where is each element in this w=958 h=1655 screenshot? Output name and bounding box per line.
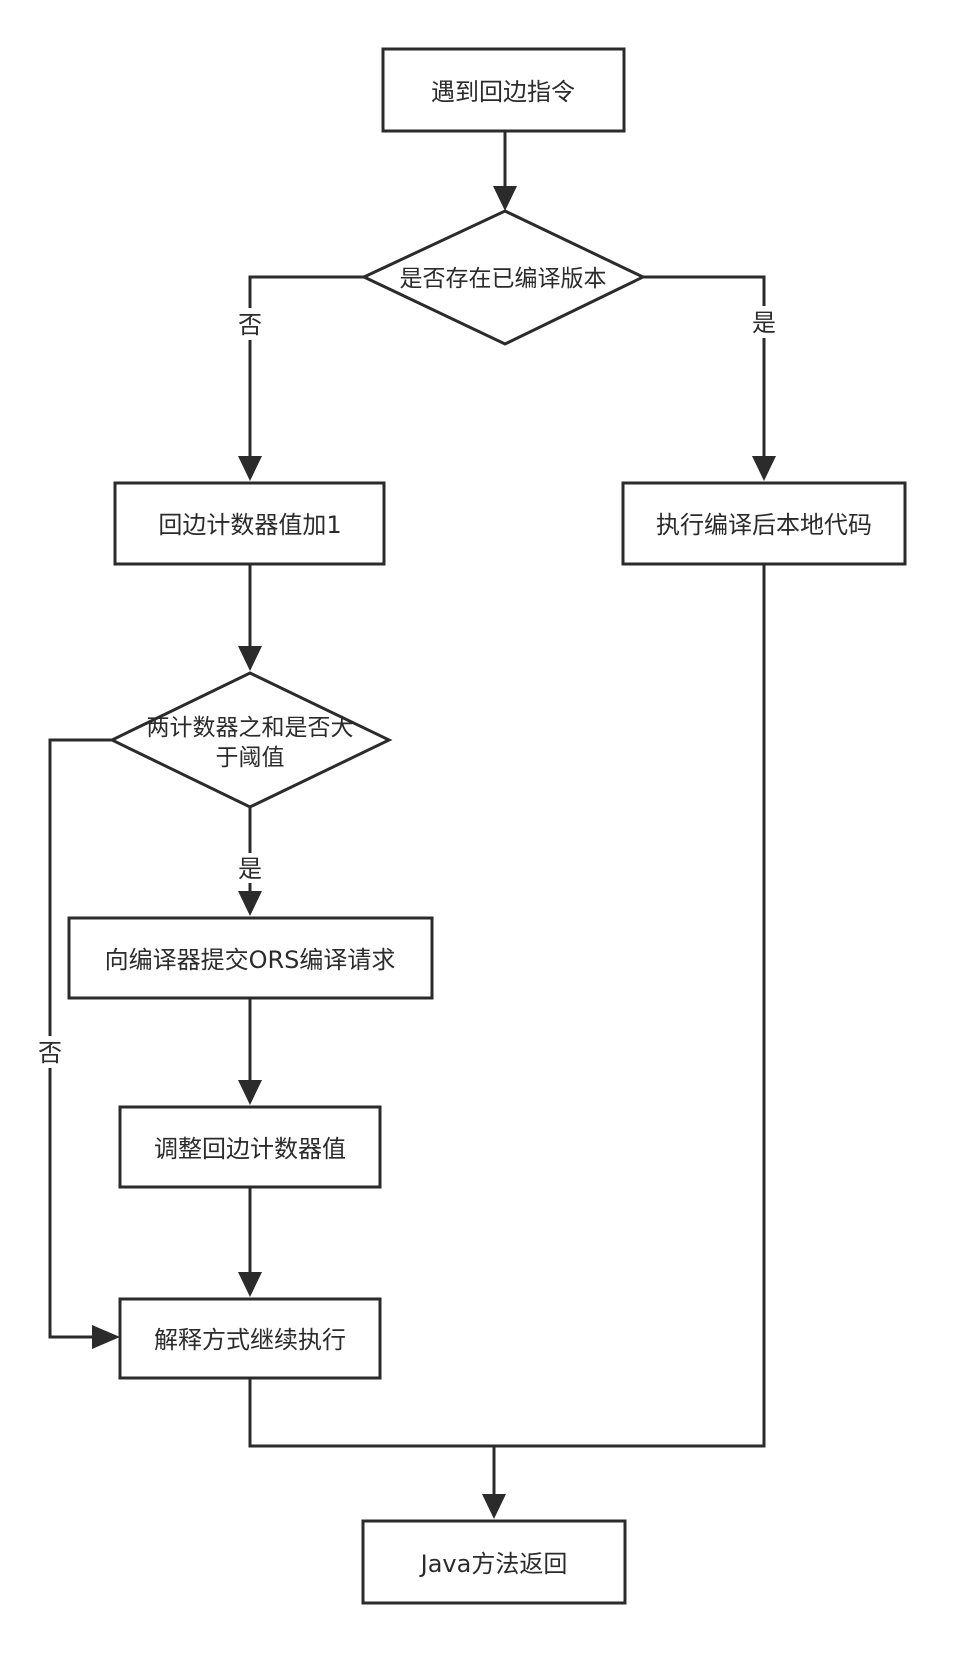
label-bg xyxy=(234,853,266,883)
label-bg xyxy=(34,1036,66,1068)
interpret-node xyxy=(118,1297,382,1380)
arrow-head xyxy=(238,646,262,671)
arrow-head xyxy=(238,456,262,481)
edge-label-no-threshold: 否 xyxy=(38,1039,62,1067)
start-node xyxy=(381,47,626,133)
arrow-head xyxy=(238,1272,262,1297)
edge-label-yes-threshold: 是 xyxy=(238,855,262,883)
edge-check-no-to-increment xyxy=(248,275,364,460)
increment-counter-node xyxy=(113,481,386,566)
increment-counter-label: 回边计数器值加1 xyxy=(158,511,341,539)
label-bg xyxy=(234,308,266,340)
edge-check-yes-to-native xyxy=(643,275,766,460)
adjust-counter-node xyxy=(118,1105,382,1189)
run-native-node xyxy=(621,481,907,566)
arrow-head xyxy=(238,1080,262,1105)
run-native-label: 执行编译后本地代码 xyxy=(656,511,872,539)
threshold-decision xyxy=(108,671,393,809)
threshold-label-line1: 两计数器之和是否大 xyxy=(147,715,354,741)
interpret-label: 解释方式继续执行 xyxy=(154,1326,346,1354)
edge-label-no-compiled: 否 xyxy=(238,311,262,339)
check-compiled-label: 是否存在已编译版本 xyxy=(400,266,607,292)
edge-native-to-return xyxy=(494,564,766,1448)
arrow-head xyxy=(92,1325,120,1349)
return-label: Java方法返回 xyxy=(419,1550,568,1578)
submit-osr-node xyxy=(67,916,434,1000)
arrow-head xyxy=(752,456,776,481)
edge-interpret-to-return xyxy=(248,1378,494,1448)
arrow-head xyxy=(482,1494,506,1519)
arrow-head xyxy=(493,186,517,211)
edge-label-yes-compiled: 是 xyxy=(752,309,776,337)
return-node xyxy=(361,1519,627,1605)
arrow-head xyxy=(238,891,262,916)
start-node-label: 遇到回边指令 xyxy=(431,78,575,106)
threshold-label-line2: 于阈值 xyxy=(216,745,285,771)
label-bg xyxy=(748,306,780,338)
submit-osr-label: 向编译器提交ORS编译请求 xyxy=(105,946,396,974)
adjust-counter-label: 调整回边计数器值 xyxy=(154,1135,346,1163)
check-compiled-decision xyxy=(360,209,647,346)
